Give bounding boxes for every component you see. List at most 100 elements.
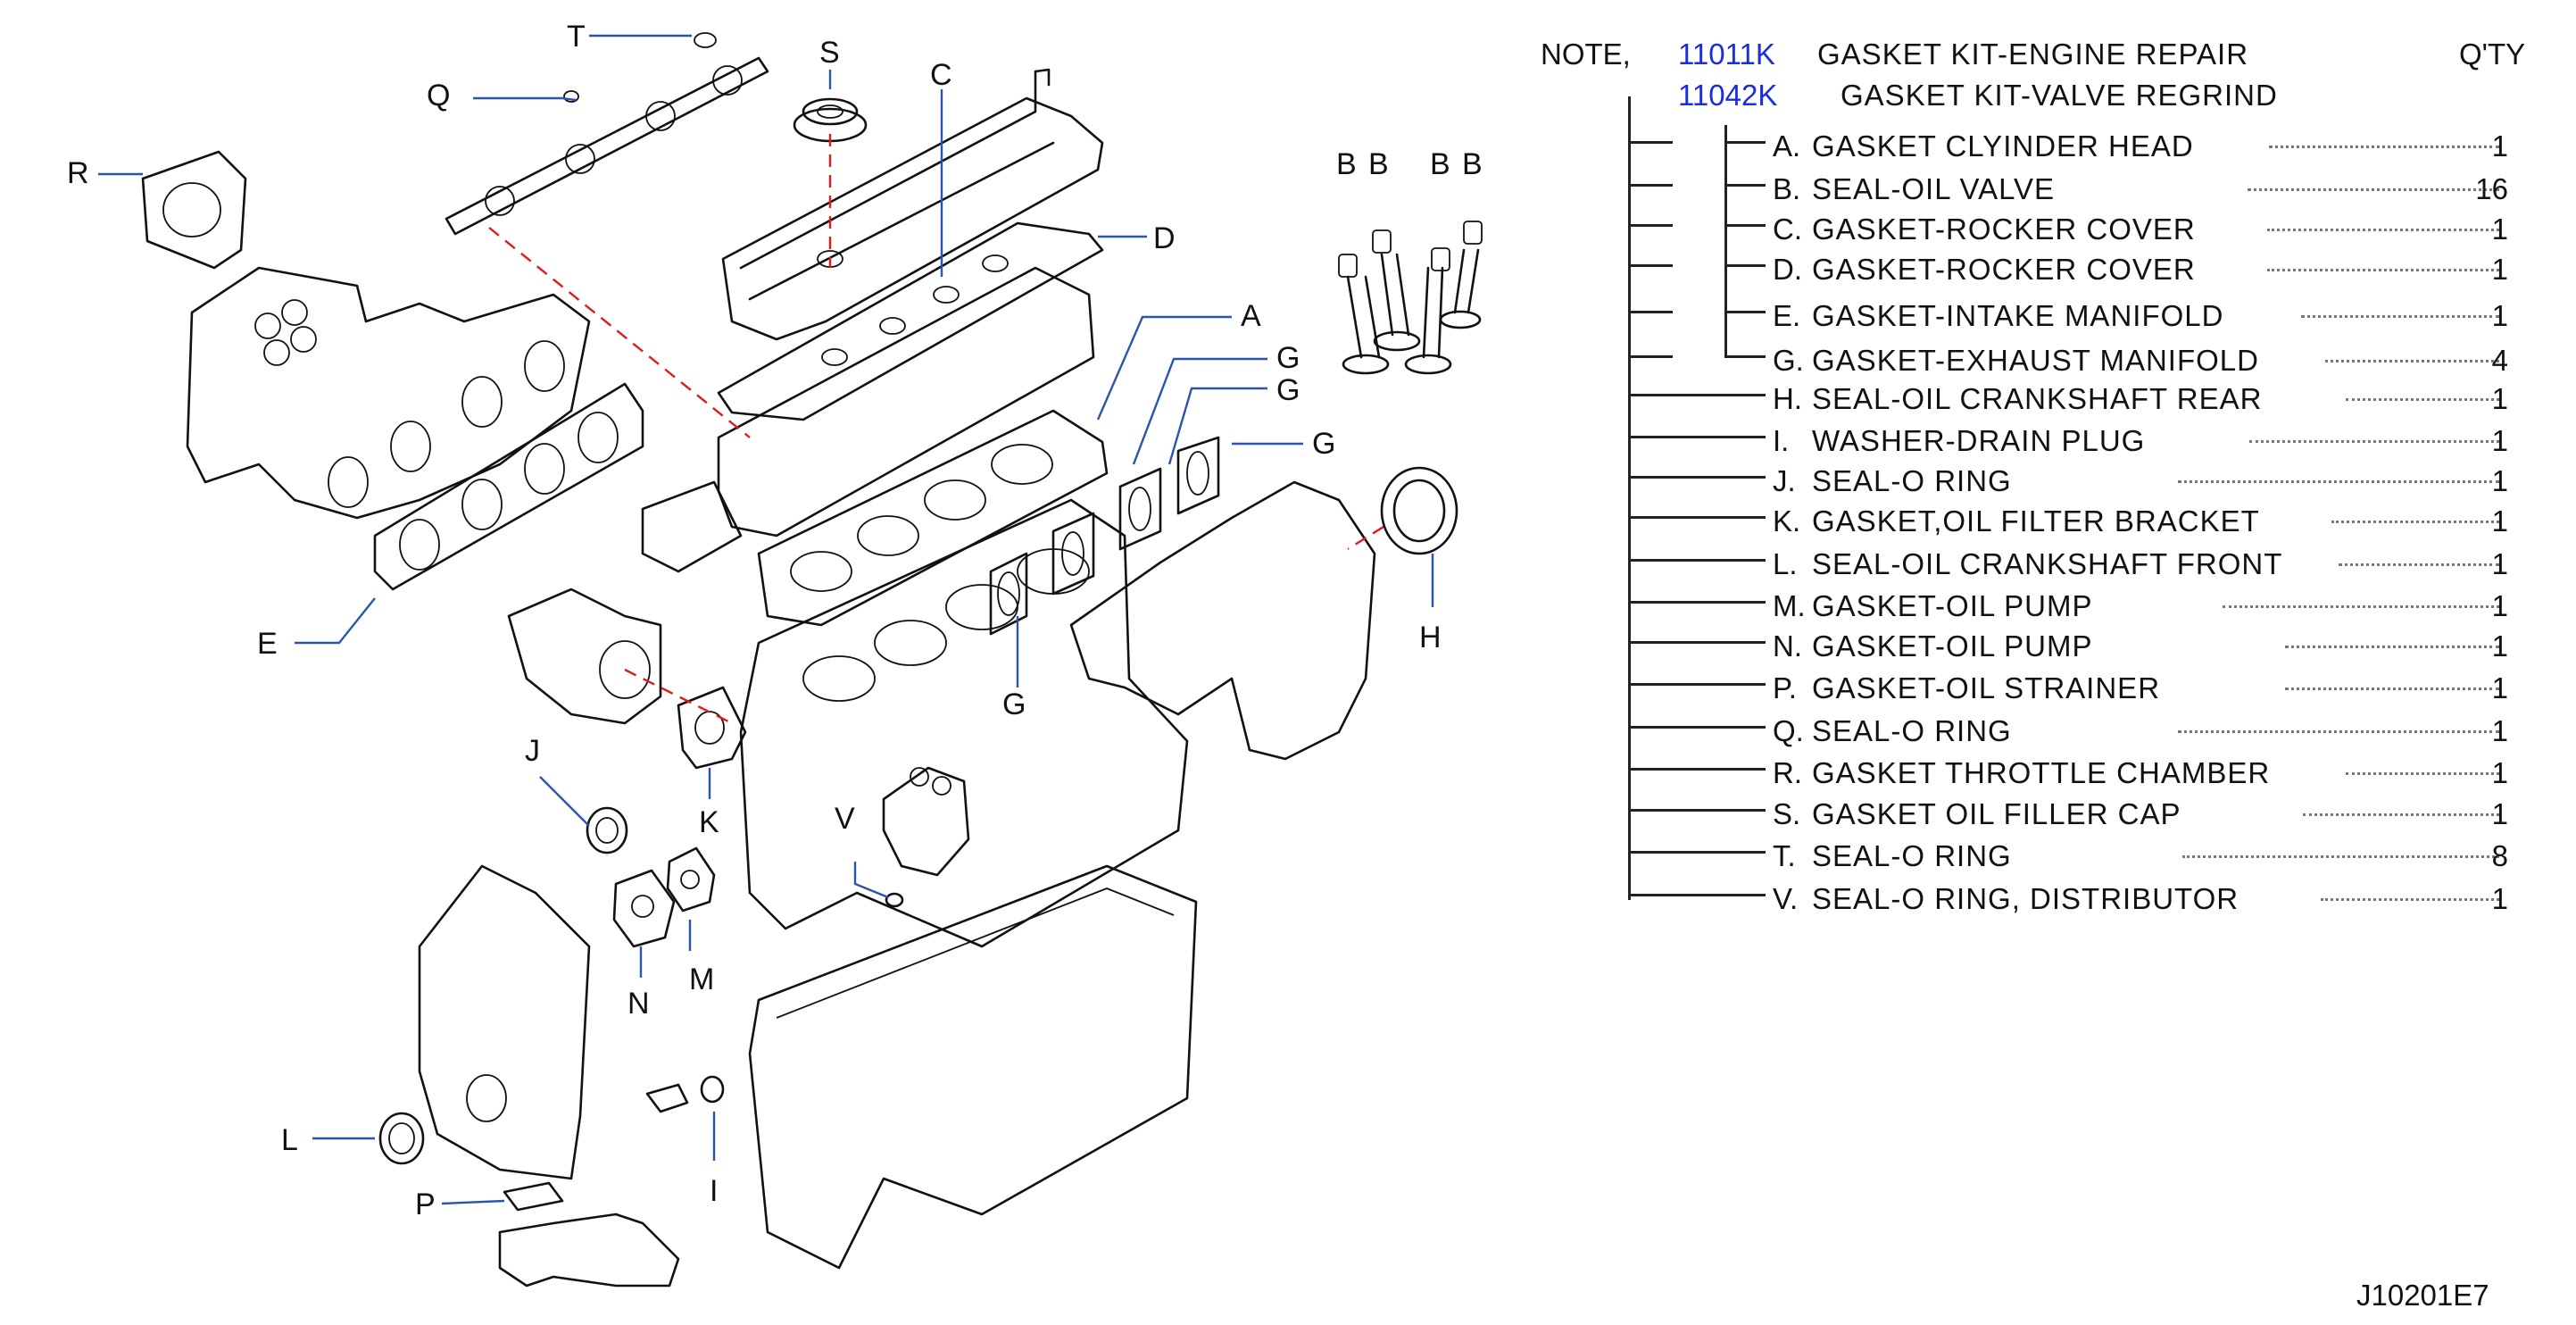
callout-p: P: [415, 1188, 436, 1221]
part-letter: C.: [1773, 212, 1802, 246]
bracket-outer-vertical: [1628, 96, 1631, 900]
part-name: SEAL-OIL VALVE: [1812, 172, 2056, 205]
part-qty: 1: [2491, 547, 2508, 580]
row-connector: [1628, 851, 1766, 854]
dot-leader: [2269, 146, 2499, 148]
kit-engine-name: GASKET KIT-ENGINE REPAIR: [1817, 38, 2249, 71]
part-name: GASKET-ROCKER COVER: [1812, 253, 2196, 286]
part-letter: D.: [1773, 253, 1802, 286]
part-name: GASKET-EXHAUST MANIFOLD: [1812, 344, 2259, 377]
row-connector-inner: [1724, 224, 1766, 227]
part-qty: 8: [2491, 839, 2508, 872]
kit-valve-name: GASKET KIT-VALVE REGRIND: [1841, 79, 2278, 112]
oil-pan-part: [748, 864, 1198, 1270]
row-connector: [1628, 516, 1766, 519]
dot-leader: [2267, 229, 2499, 231]
cylinder-head-part: [641, 266, 1095, 573]
callout-g4: G: [1002, 688, 1026, 721]
part-letter: E.: [1773, 299, 1801, 332]
throttle-gasket-part: [141, 150, 247, 270]
oil-pump-gasket-n-part: [612, 869, 676, 948]
front-seal-part: [378, 1112, 425, 1165]
callout-r: R: [67, 156, 89, 190]
callout-q: Q: [427, 79, 450, 112]
dot-leader: [2346, 772, 2499, 775]
row-connector-inner: [1724, 141, 1766, 144]
part-letter: K.: [1773, 504, 1801, 538]
callout-m: M: [689, 962, 714, 996]
rear-seal-part: [1380, 466, 1458, 555]
dot-leader: [2178, 730, 2499, 733]
callout-i: I: [710, 1174, 718, 1208]
oil-pump-gasket-m-part: [666, 846, 716, 912]
dot-leader: [2267, 269, 2499, 271]
row-connector: [1628, 264, 1673, 267]
rocker-cover-gasket-part: [717, 221, 1104, 421]
part-name: GASKET-OIL PUMP: [1812, 589, 2093, 622]
callout-c: C: [930, 58, 952, 92]
callout-h: H: [1419, 621, 1442, 654]
part-name: SEAL-O RING, DISTRIBUTOR: [1812, 882, 2239, 915]
dot-leader: [2249, 440, 2499, 443]
part-name: SEAL-O RING: [1812, 839, 2012, 872]
part-letter: J.: [1773, 464, 1796, 497]
exhaust-manifold-part: [1069, 480, 1376, 761]
callout-a: A: [1241, 299, 1261, 333]
part-letter: S.: [1773, 797, 1801, 830]
camshaft-part: [445, 32, 769, 236]
dot-leader: [2339, 563, 2499, 566]
part-qty: 1: [2491, 212, 2508, 246]
callout-v: V: [835, 802, 855, 836]
part-name: GASKET-OIL PUMP: [1812, 629, 2093, 662]
kit-engine-code[interactable]: 11011K: [1678, 38, 1775, 71]
part-qty: 1: [2491, 253, 2508, 286]
row-connector: [1628, 768, 1766, 771]
part-letter: L.: [1773, 547, 1798, 580]
part-name: GASKET-OIL STRAINER: [1812, 671, 2161, 704]
part-letter: I.: [1773, 424, 1790, 457]
distributor-part: [882, 766, 970, 908]
callout-b1: B: [1336, 147, 1357, 181]
row-connector: [1628, 726, 1766, 729]
front-cover-part: [418, 864, 591, 1180]
oil-filter-bracket-part: [507, 588, 747, 770]
callout-g1: G: [1276, 341, 1300, 375]
row-connector: [1628, 224, 1673, 227]
o-ring-j-part: [586, 806, 628, 854]
note-label: NOTE,: [1541, 38, 1631, 71]
callout-b4: B: [1462, 147, 1483, 181]
part-letter: Q.: [1773, 714, 1804, 747]
row-connector: [1628, 311, 1673, 313]
dot-leader: [2182, 855, 2499, 858]
row-connector: [1628, 809, 1766, 812]
part-letter: V.: [1773, 882, 1799, 915]
engine-block-part: [739, 498, 1189, 948]
part-name: SEAL-O RING: [1812, 714, 2012, 747]
part-qty: 1: [2491, 629, 2508, 662]
part-name: GASKET OIL FILLER CAP: [1812, 797, 2181, 830]
part-qty: 4: [2491, 344, 2508, 377]
part-letter: P.: [1773, 671, 1797, 704]
kit-valve-code[interactable]: 11042K: [1678, 79, 1778, 112]
row-connector-inner: [1724, 311, 1766, 313]
row-connector: [1628, 559, 1766, 562]
callout-k: K: [699, 805, 719, 839]
leader-lines: [98, 34, 1434, 1205]
part-letter: H.: [1773, 382, 1802, 415]
part-qty: 1: [2491, 299, 2508, 332]
row-connector-inner: [1724, 264, 1766, 267]
diagram-id: J10201E7: [2356, 1279, 2489, 1312]
bracket-inner-vertical: [1724, 125, 1727, 355]
qty-header: Q'TY: [2459, 38, 2526, 71]
dot-leader: [2285, 688, 2499, 690]
part-qty: 16: [2475, 172, 2508, 205]
dot-leader: [2223, 605, 2499, 608]
callout-t: T: [567, 20, 586, 54]
callout-d: D: [1153, 221, 1176, 255]
part-letter: M.: [1773, 589, 1806, 622]
callout-s: S: [819, 36, 840, 70]
part-letter: R.: [1773, 756, 1802, 789]
head-gasket-part: [757, 409, 1109, 627]
callout-b2: B: [1368, 147, 1389, 181]
callout-b3: B: [1430, 147, 1450, 181]
